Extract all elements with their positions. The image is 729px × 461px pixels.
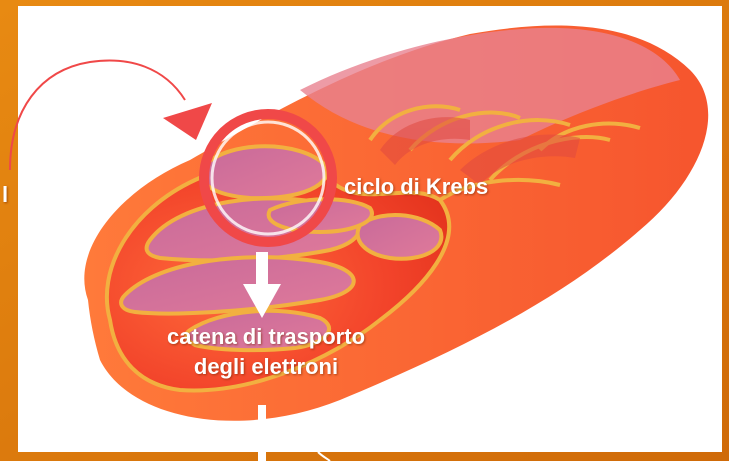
truncated-label: l [2, 182, 8, 208]
down-arrow-shaft [256, 252, 268, 286]
bottom-connector [258, 405, 266, 461]
electron-transport-chain-label: catena di trasporto degli elettroni [120, 322, 412, 382]
etc-label-line2: degli elettroni [120, 352, 412, 382]
krebs-cycle-label: ciclo di Krebs [344, 174, 488, 200]
etc-label-line1: catena di trasporto [120, 322, 412, 352]
